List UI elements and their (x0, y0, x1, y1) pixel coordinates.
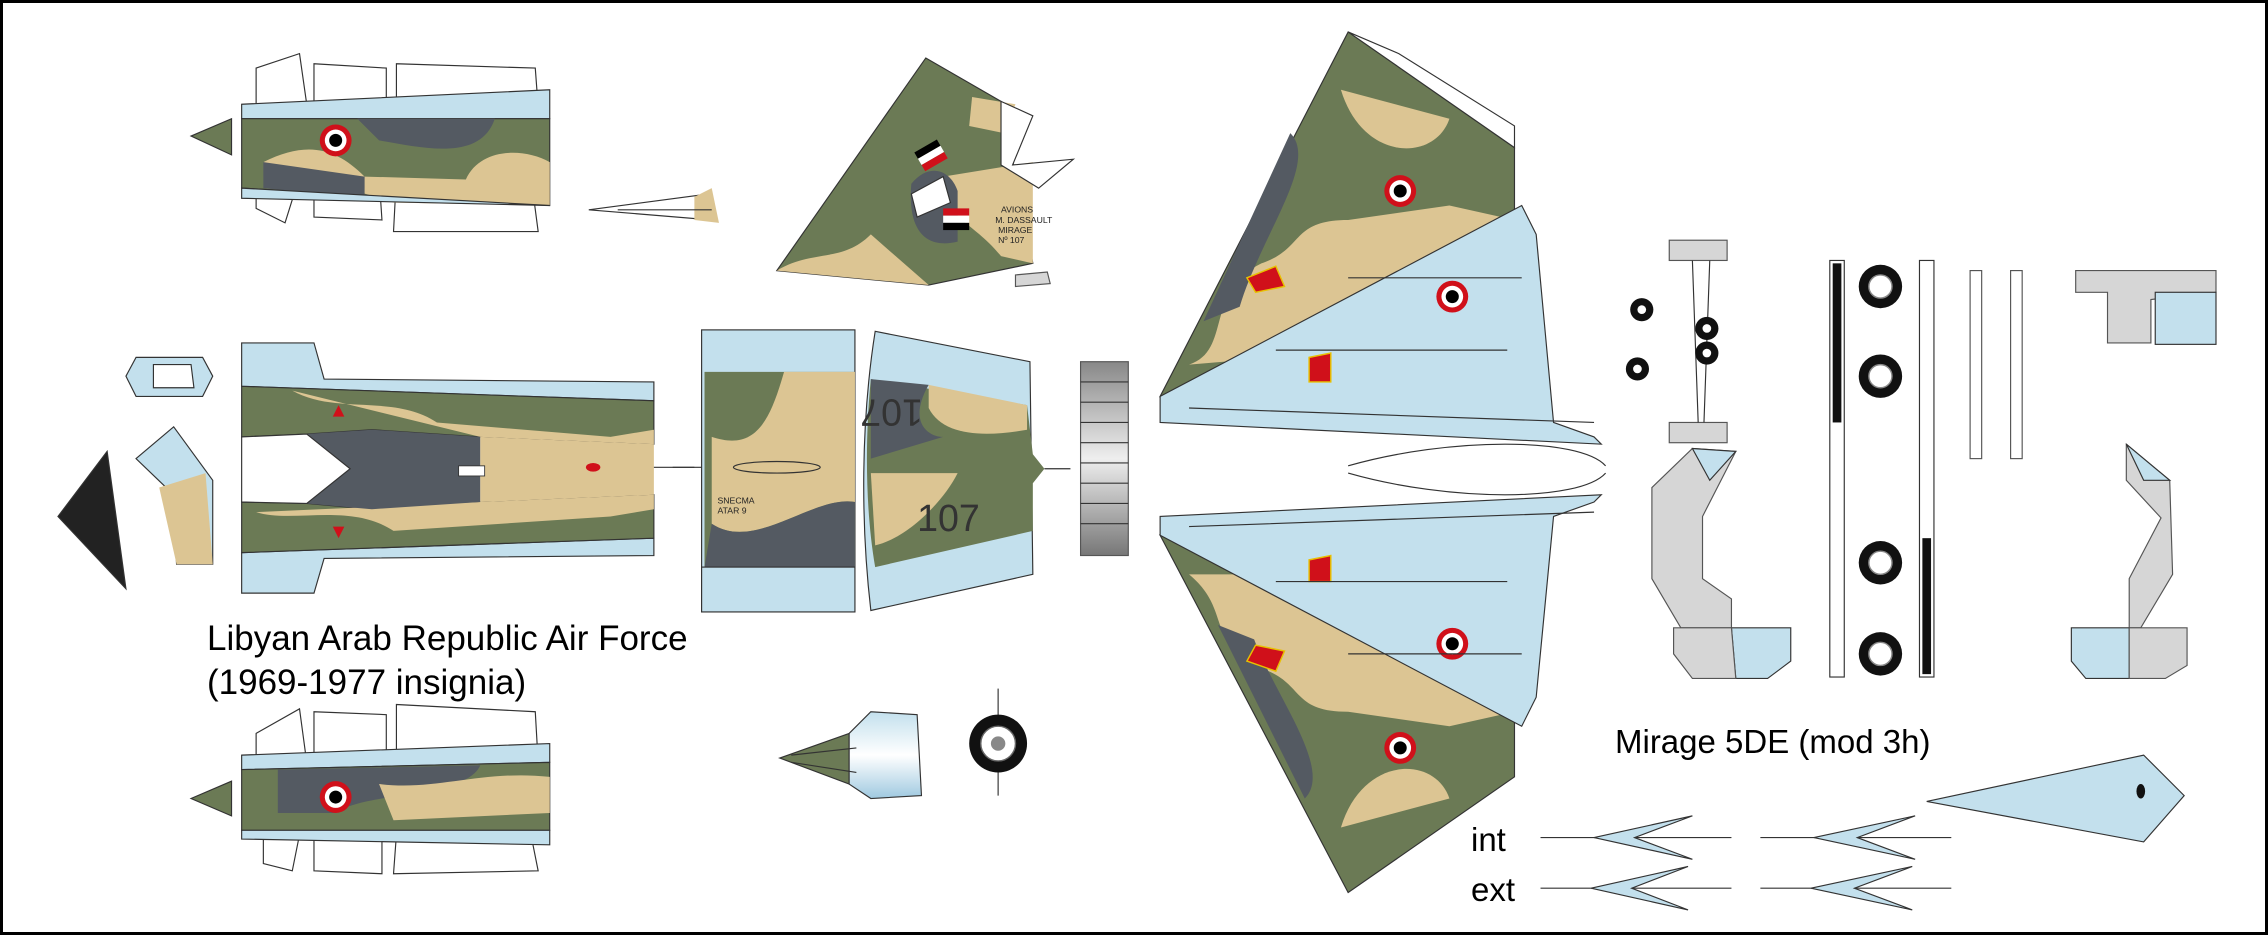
tail-stencil: MIRAGE (998, 225, 1032, 235)
vertical-tail: AVIONS M. DASSAULT MIRAGE Nº 107 (775, 57, 1076, 288)
model-name-label: Mirage 5DE (mod 3h) (1615, 723, 1931, 760)
wheel-icon (1625, 357, 1650, 381)
roundel-icon (319, 781, 352, 813)
roundel-icon (1436, 280, 1469, 313)
flag-icon (914, 139, 948, 172)
roundel-icon (1436, 627, 1469, 660)
tail-stencil: M. DASSAULT (995, 215, 1053, 225)
tail-stencil: Nº 107 (998, 235, 1024, 245)
engine-stencil: ATAR 9 (718, 506, 747, 516)
missile-parts (1540, 754, 2185, 911)
caption-line-1: Libyan Arab Republic Air Force (207, 619, 688, 658)
serial-number-inverted: 107 (860, 391, 923, 433)
caption-line-2: (1969-1977 insignia) (207, 663, 527, 702)
caption-air-force: Libyan Arab Republic Air Force (1969-197… (207, 617, 688, 705)
gauge-strip (1079, 361, 1129, 557)
wheel-icon (1858, 354, 1903, 398)
tail-stencil: AVIONS (1001, 205, 1033, 215)
wing-upper (1158, 31, 1603, 445)
wing-lower (1158, 443, 1607, 894)
wheel-icon (1630, 298, 1654, 322)
roundel-icon (319, 124, 352, 157)
engine-section-2: 107 107 (860, 330, 1071, 612)
roundel-icon (1384, 731, 1417, 764)
missile-int-label: int (1471, 821, 1506, 858)
fuselage-side-lower (189, 703, 551, 875)
missile-ext-label: ext (1471, 871, 1516, 908)
serial-number: 107 (917, 497, 980, 539)
wheel-icon (1695, 341, 1719, 365)
wheel-icon (1858, 264, 1903, 309)
fuselage-center-plan (57, 342, 695, 594)
flag-icon (943, 208, 970, 231)
roundel-icon (1384, 175, 1417, 207)
landing-gear-parts (1625, 239, 2217, 680)
turbine-face-icon (969, 688, 1028, 796)
wheel-icon (1858, 632, 1903, 676)
model-parts-drawing: AVIONS M. DASSAULT MIRAGE Nº 107 S (57, 31, 2217, 911)
fuselage-side-upper (189, 52, 719, 233)
engine-section-1: SNECMA ATAR 9 (672, 329, 856, 613)
wheel-icon (1858, 541, 1903, 585)
intake-cone (778, 711, 923, 800)
wheel-icon (1695, 316, 1719, 341)
engine-stencil: SNECMA (718, 495, 755, 505)
